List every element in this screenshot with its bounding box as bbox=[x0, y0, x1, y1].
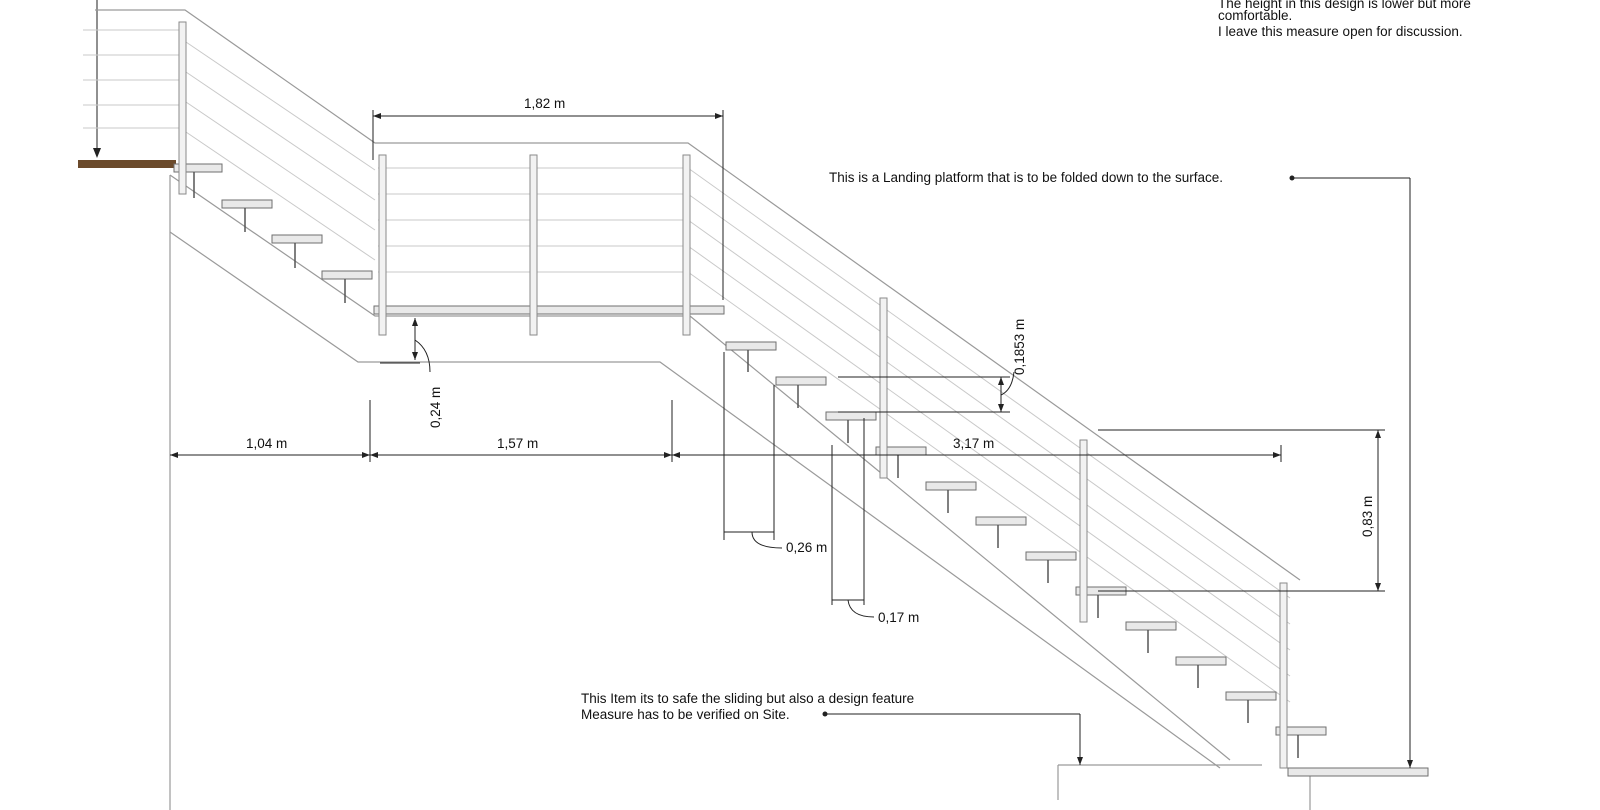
landing-note: This is a Landing platform that is to be… bbox=[829, 170, 1223, 185]
dim-going: 0,26 m bbox=[786, 540, 828, 555]
height-note-line1: The height in this design is lower but m… bbox=[1218, 0, 1471, 11]
upper-treads bbox=[173, 163, 373, 303]
lower-treads bbox=[725, 341, 1327, 758]
slide-note-line2: Measure has to be verified on Site. bbox=[581, 707, 790, 722]
stringer-bottom bbox=[169, 231, 1221, 769]
height-note-line2: comfortable. bbox=[1218, 8, 1293, 23]
railing-posts bbox=[178, 21, 1288, 769]
dimension-lines bbox=[170, 110, 1413, 768]
dim-landing-width: 1,82 m bbox=[524, 96, 566, 111]
upper-cable-rails bbox=[83, 29, 376, 261]
height-note-line3: I leave this measure open for discussion… bbox=[1218, 24, 1463, 39]
dim-landing-gap: 0,24 m bbox=[428, 386, 443, 428]
dim-lower-run: 3,17 m bbox=[953, 436, 995, 451]
dim-handrail-height: 0,83 m bbox=[1360, 495, 1375, 537]
dim-upper-run: 1,04 m bbox=[246, 436, 288, 451]
landing-platform bbox=[373, 305, 725, 315]
dim-nosing: 0,17 m bbox=[878, 610, 920, 625]
bottom-platform bbox=[1287, 767, 1429, 777]
lower-cable-rails bbox=[687, 167, 1291, 703]
handrail bbox=[95, 9, 1301, 581]
slide-note-line1: This Item its to safe the sliding but al… bbox=[581, 691, 915, 706]
wooden-deck bbox=[78, 160, 176, 168]
dim-landing-run: 1,57 m bbox=[497, 436, 539, 451]
dim-riser: 0,1853 m bbox=[1012, 318, 1027, 375]
